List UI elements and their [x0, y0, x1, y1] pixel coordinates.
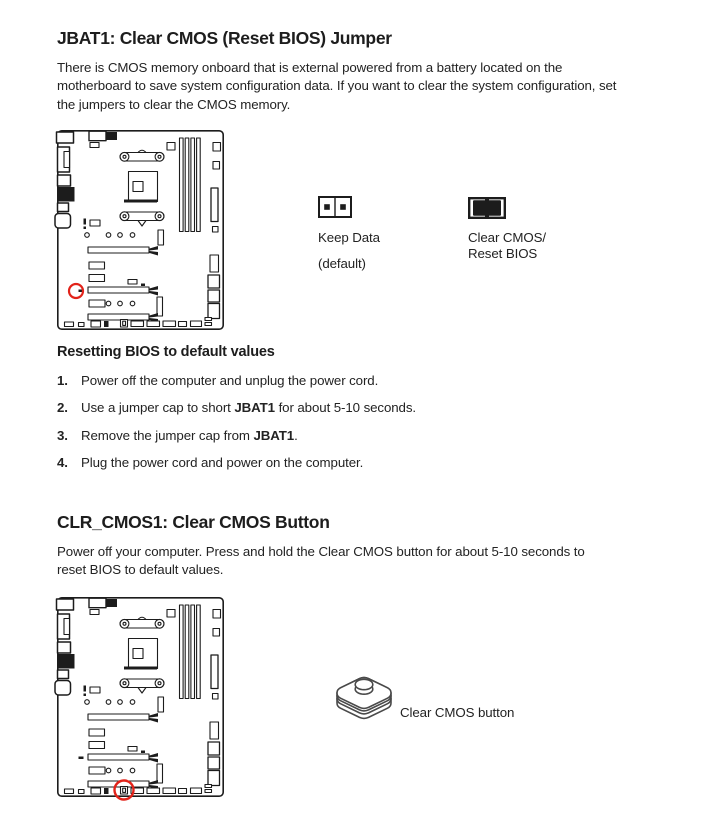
- keep-data-default-label: (default): [318, 256, 366, 271]
- section1-title: JBAT1: Clear CMOS (Reset BIOS) Jumper: [57, 28, 392, 48]
- jbat1-location-highlight-icon: [67, 282, 85, 300]
- clear-cmos-button-label: Clear CMOS button: [400, 705, 515, 720]
- step-text: Plug the power cord and power on the com…: [81, 455, 364, 470]
- step-number: 4.: [57, 455, 68, 470]
- motherboard-diagram-clr-cmos1: [54, 596, 224, 801]
- step-text: Remove the jumper cap from JBAT1.: [81, 428, 298, 443]
- section2-title: CLR_CMOS1: Clear CMOS Button: [57, 512, 330, 532]
- step-number: 1.: [57, 373, 68, 388]
- clear-cmos-button-figure: [333, 668, 397, 728]
- steps-heading: Resetting BIOS to default values: [57, 344, 275, 360]
- step-number: 3.: [57, 428, 68, 443]
- clear-cmos-label-line2: Reset BIOS: [468, 246, 538, 261]
- step-item-3: 3. Remove the jumper cap from JBAT1.: [57, 428, 557, 446]
- step-text: Use a jumper cap to short JBAT1 for abou…: [81, 400, 416, 415]
- jumper-clear-cmos-figure: [468, 197, 506, 220]
- jumper-keep-data-figure: [318, 196, 352, 218]
- step-item-4: 4. Plug the power cord and power on the …: [57, 455, 557, 473]
- step-item-1: 1. Power off the computer and unplug the…: [57, 373, 557, 391]
- step-item-2: 2. Use a jumper cap to short JBAT1 for a…: [57, 400, 557, 418]
- clear-cmos-button-icon: [336, 676, 392, 720]
- clear-cmos-label-line1: Clear CMOS/: [468, 230, 546, 245]
- step-number: 2.: [57, 400, 68, 415]
- section2-intro: Power off your computer. Press and hold …: [57, 544, 585, 578]
- jumper-shorted-icon: [468, 197, 506, 220]
- step-text: Power off the computer and unplug the po…: [81, 373, 379, 388]
- clr-cmos1-location-highlight-icon: [113, 779, 135, 801]
- section1-intro: There is CMOS memory onboard that is ext…: [57, 60, 617, 112]
- jumper-open-icon: [318, 196, 352, 218]
- keep-data-label: Keep Data: [318, 230, 380, 245]
- motherboard-diagram-jbat1: [54, 130, 224, 331]
